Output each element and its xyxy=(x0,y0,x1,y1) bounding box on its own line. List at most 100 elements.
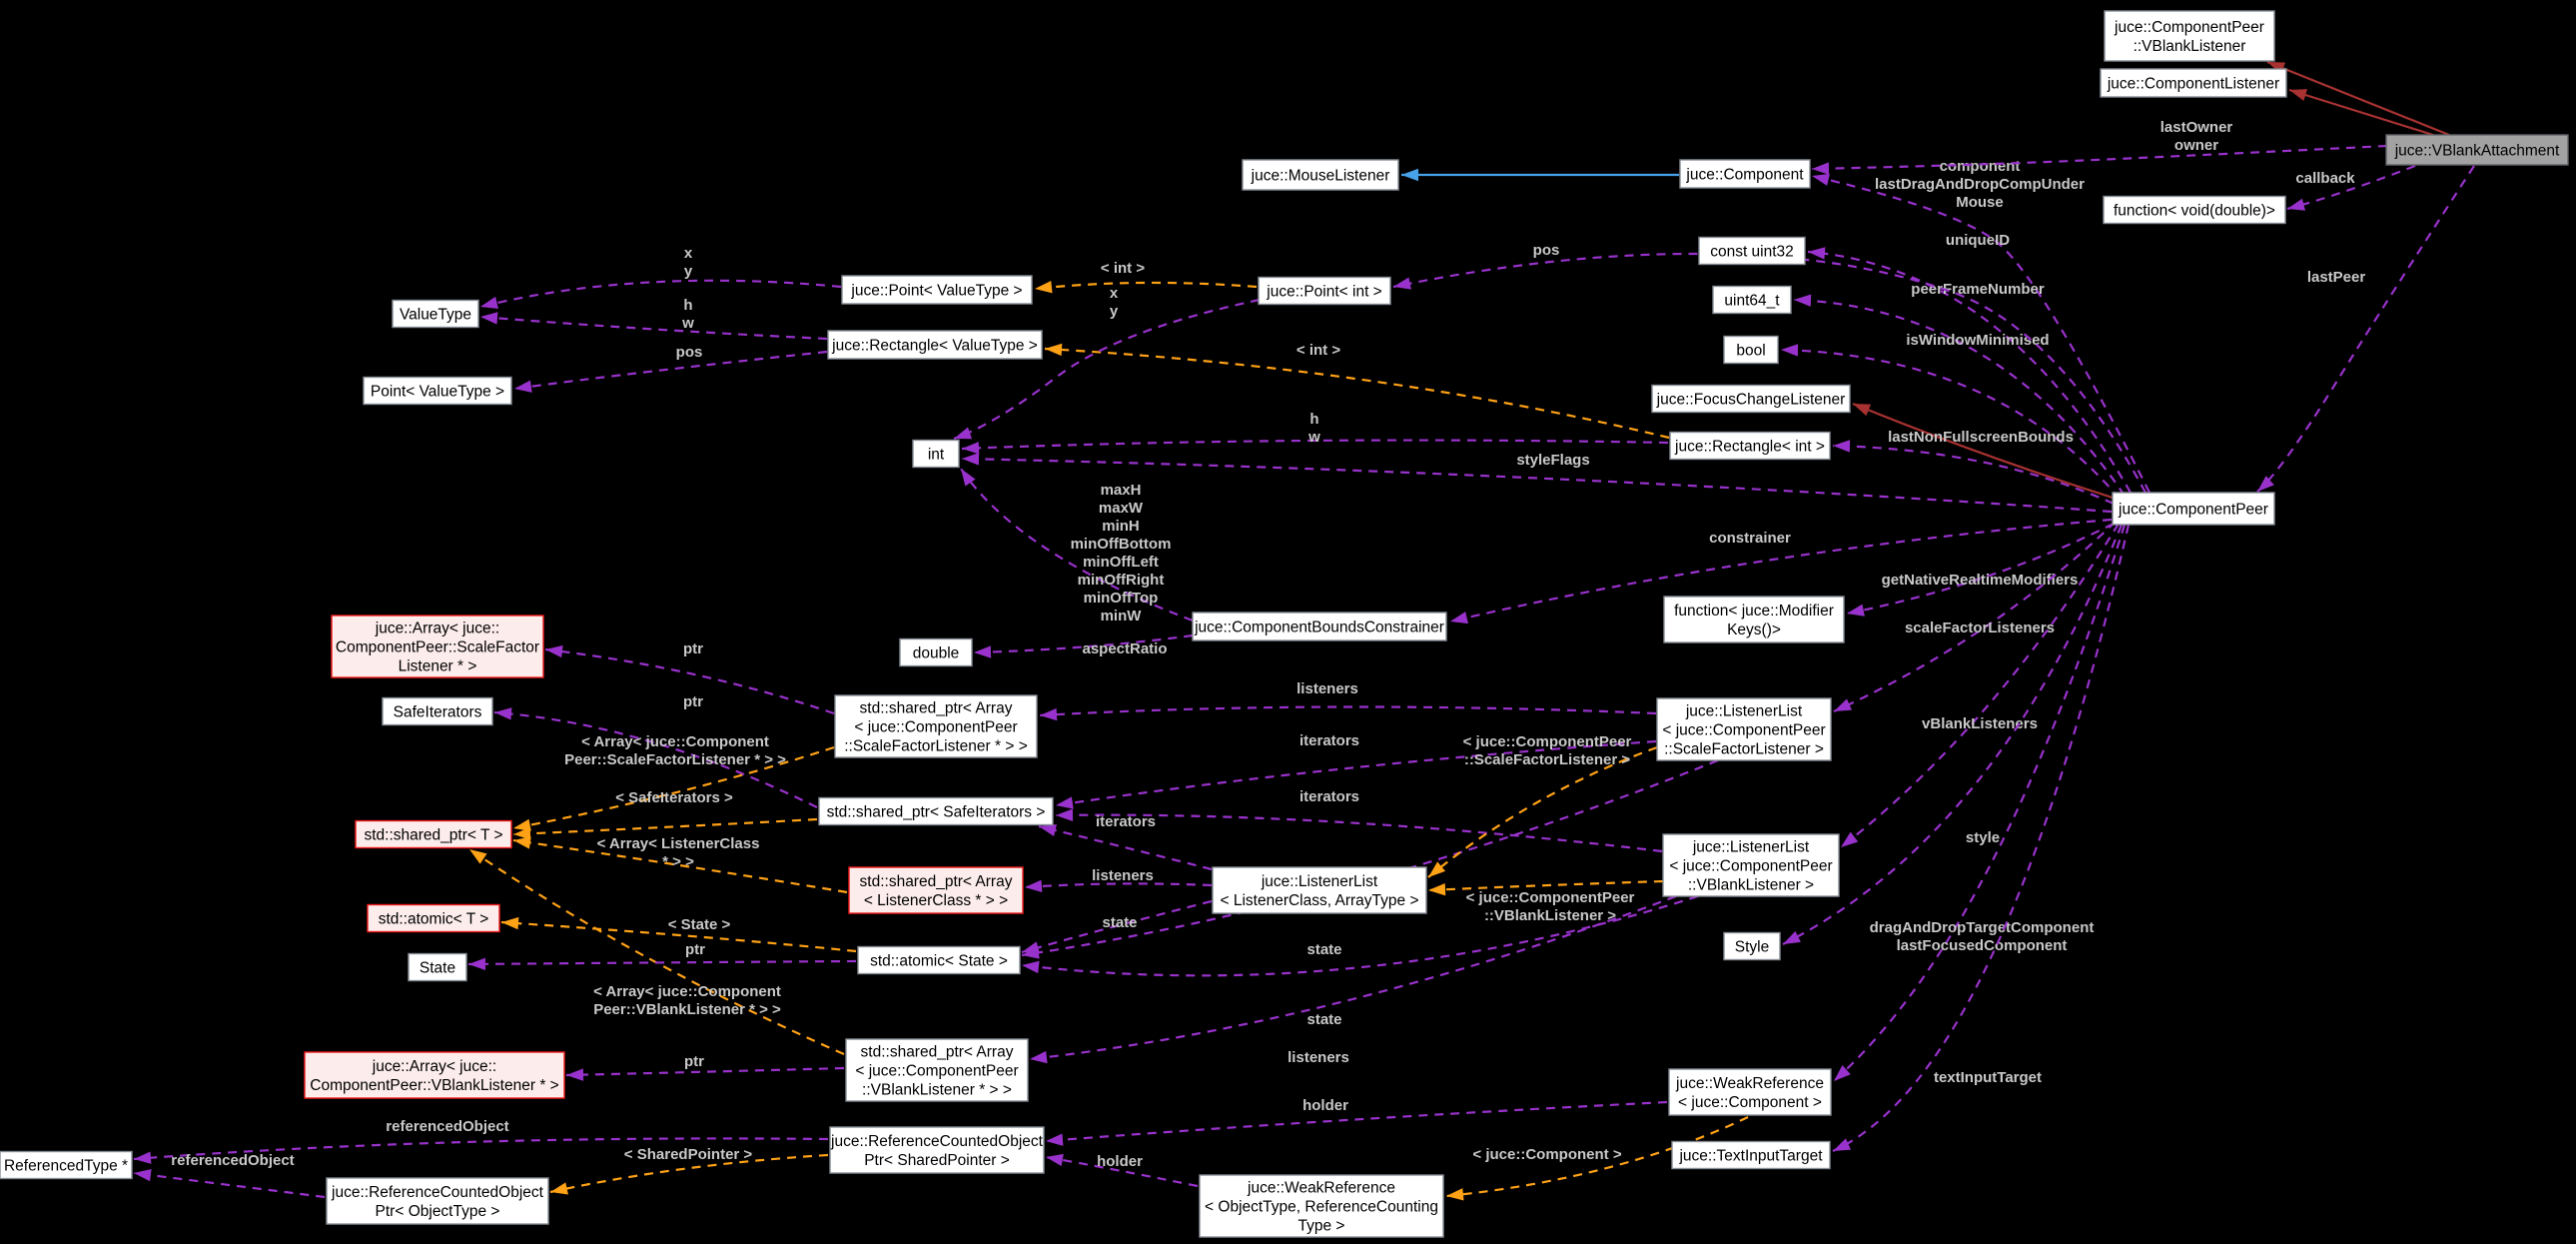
class-node-sp-t[interactable]: std::shared_ptr< T > xyxy=(355,819,512,849)
class-node-component-peer[interactable]: juce::ComponentPeer xyxy=(2112,492,2275,526)
edge-label: < juce::ComponentPeer::ScaleFactorListen… xyxy=(1463,733,1632,768)
edge-template xyxy=(512,745,835,830)
class-node-weakref-objecttype[interactable]: juce::WeakReference< ObjectType, Referen… xyxy=(1199,1174,1444,1238)
edge-member xyxy=(565,1066,845,1077)
class-node-box xyxy=(355,819,512,849)
class-node-sp-array-listenerclass[interactable]: std::shared_ptr< Array< ListenerClass * … xyxy=(848,866,1024,914)
class-node-weakref-component[interactable]: juce::WeakReference< juce::Component > xyxy=(1668,1068,1832,1116)
edge-member xyxy=(1029,894,1677,1061)
class-node-component[interactable]: juce::Component xyxy=(1679,159,1811,189)
class-node-rect-valuetype[interactable]: juce::Rectangle< ValueType > xyxy=(827,330,1043,360)
edge-template xyxy=(1044,347,1670,440)
class-node-textinputtarget[interactable]: juce::TextInputTarget xyxy=(1671,1140,1831,1170)
class-node-box xyxy=(1663,596,1845,643)
edge-label: textInputTarget xyxy=(1934,1069,2042,1086)
edge-template xyxy=(549,1153,829,1194)
class-node-box xyxy=(326,1177,549,1225)
edge-member xyxy=(467,959,857,966)
class-node-box xyxy=(1212,866,1427,914)
class-node-box xyxy=(1723,931,1781,961)
class-node-label: juce::ComponentBoundsConstrainer xyxy=(1194,620,1444,636)
class-node-atomic-t[interactable]: std::atomic< T > xyxy=(367,903,500,933)
class-node-label: std::shared_ptr< Array< ListenerClass * … xyxy=(860,873,1013,909)
edge-label: < SharedPointer > xyxy=(624,1146,753,1163)
class-node-box xyxy=(2104,10,2275,62)
edge-arrow xyxy=(954,427,973,440)
edge-label: scaleFactorListeners xyxy=(1905,620,2055,636)
edge-template xyxy=(1034,281,1258,291)
class-node-point-valuetype[interactable]: juce::Point< ValueType > xyxy=(841,275,1033,305)
class-node-label: function< void(double)> xyxy=(2114,203,2275,220)
edge-arrow xyxy=(513,827,531,840)
class-node-box xyxy=(1712,285,1792,315)
edge-other_inherit xyxy=(1852,402,2114,500)
edge-label: < juce::ComponentPeer::VBlankListener > xyxy=(1466,889,1635,924)
edge-arrow xyxy=(1841,831,1859,847)
edge-label: state xyxy=(1306,1011,1341,1028)
edge-arrow xyxy=(1834,1065,1851,1081)
class-node-label: juce::Array< juce::ComponentPeer::VBlank… xyxy=(310,1058,558,1094)
edge-arrow xyxy=(1056,796,1074,809)
class-node-label: std::shared_ptr< Array< juce::ComponentP… xyxy=(855,1044,1018,1099)
class-node-sp-array-vblank[interactable]: std::shared_ptr< Array< juce::ComponentP… xyxy=(845,1038,1029,1102)
class-node-atomic-state[interactable]: std::atomic< State > xyxy=(857,945,1021,975)
class-node-bounds-constrainer[interactable]: juce::ComponentBoundsConstrainer xyxy=(1192,612,1447,641)
class-node-double[interactable]: double xyxy=(899,637,973,667)
class-node-box xyxy=(1662,833,1840,897)
edge-label: vBlankListeners xyxy=(1922,715,2038,732)
class-node-mouse-listener[interactable]: juce::MouseListener xyxy=(1242,159,1399,191)
class-node-int[interactable]: int xyxy=(912,439,960,469)
class-node-box xyxy=(392,299,479,329)
class-node-box xyxy=(829,1126,1045,1174)
class-node-listenerlist-generic[interactable]: juce::ListenerList< ListenerClass, Array… xyxy=(1212,866,1427,914)
class-node-const-uint32[interactable]: const uint32 xyxy=(1698,236,1806,266)
class-node-valuetype[interactable]: ValueType xyxy=(392,299,479,329)
class-node-label: juce::Component xyxy=(1685,167,1804,184)
class-node-point-int[interactable]: juce::Point< int > xyxy=(1258,276,1391,306)
edge-member xyxy=(1021,899,1213,954)
class-node-component-listener[interactable]: juce::ComponentListener xyxy=(2100,68,2287,98)
class-node-box xyxy=(834,694,1038,758)
edge-label: pos xyxy=(676,344,703,361)
class-node-style[interactable]: Style xyxy=(1723,931,1781,961)
edge-label: uniqueID xyxy=(1946,232,2010,249)
class-node-bool[interactable]: bool xyxy=(1723,335,1779,365)
class-node-array-vblank[interactable]: juce::Array< juce::ComponentPeer::VBlank… xyxy=(304,1051,565,1099)
class-node-vblank-listener[interactable]: juce::ComponentPeer::VBlankListener xyxy=(2104,10,2275,62)
class-node-rect-int[interactable]: juce::Rectangle< int > xyxy=(1669,431,1831,461)
edge-member xyxy=(479,279,842,309)
class-node-label: juce::Array< juce::ComponentPeer::ScaleF… xyxy=(336,621,539,675)
edge-arrow xyxy=(1808,247,1826,260)
class-node-focus-change-listener[interactable]: juce::FocusChangeListener xyxy=(1651,384,1851,414)
edge-template xyxy=(512,817,818,836)
class-node-box xyxy=(1192,612,1447,641)
class-node-safe-iterators[interactable]: SafeIterators xyxy=(382,696,493,726)
class-node-sp-array-scalefactor[interactable]: std::shared_ptr< Array< juce::ComponentP… xyxy=(834,694,1038,758)
class-node-referencedtype[interactable]: ReferencedType * xyxy=(0,1150,133,1180)
class-node-label: ValueType xyxy=(400,307,471,324)
class-node-state[interactable]: State xyxy=(408,952,467,982)
class-node-box xyxy=(367,903,500,933)
class-node-uint64[interactable]: uint64_t xyxy=(1712,285,1792,315)
class-node-listenerlist-scalefactor[interactable]: juce::ListenerList< juce::ComponentPeer:… xyxy=(1656,697,1832,761)
class-node-listenerlist-vblank[interactable]: juce::ListenerList< juce::ComponentPeer:… xyxy=(1662,833,1840,897)
edge-arrow xyxy=(1794,294,1812,307)
class-node-vblank-attachment[interactable]: juce::VBlankAttachment xyxy=(2385,134,2569,166)
edge-label: peerFrameNumber xyxy=(1911,281,2045,298)
class-node-func-void-double[interactable]: function< void(double)> xyxy=(2103,195,2286,225)
edge-label: iterators xyxy=(1299,732,1359,749)
class-node-sp-safeiterators[interactable]: std::shared_ptr< SafeIterators > xyxy=(818,796,1054,826)
edge-member xyxy=(1392,252,2147,494)
class-node-box xyxy=(1258,276,1391,306)
class-node-array-scalefactor[interactable]: juce::Array< juce::ComponentPeer::ScaleF… xyxy=(331,615,544,678)
class-node-point-valuetype-2[interactable]: Point< ValueType > xyxy=(363,376,512,406)
